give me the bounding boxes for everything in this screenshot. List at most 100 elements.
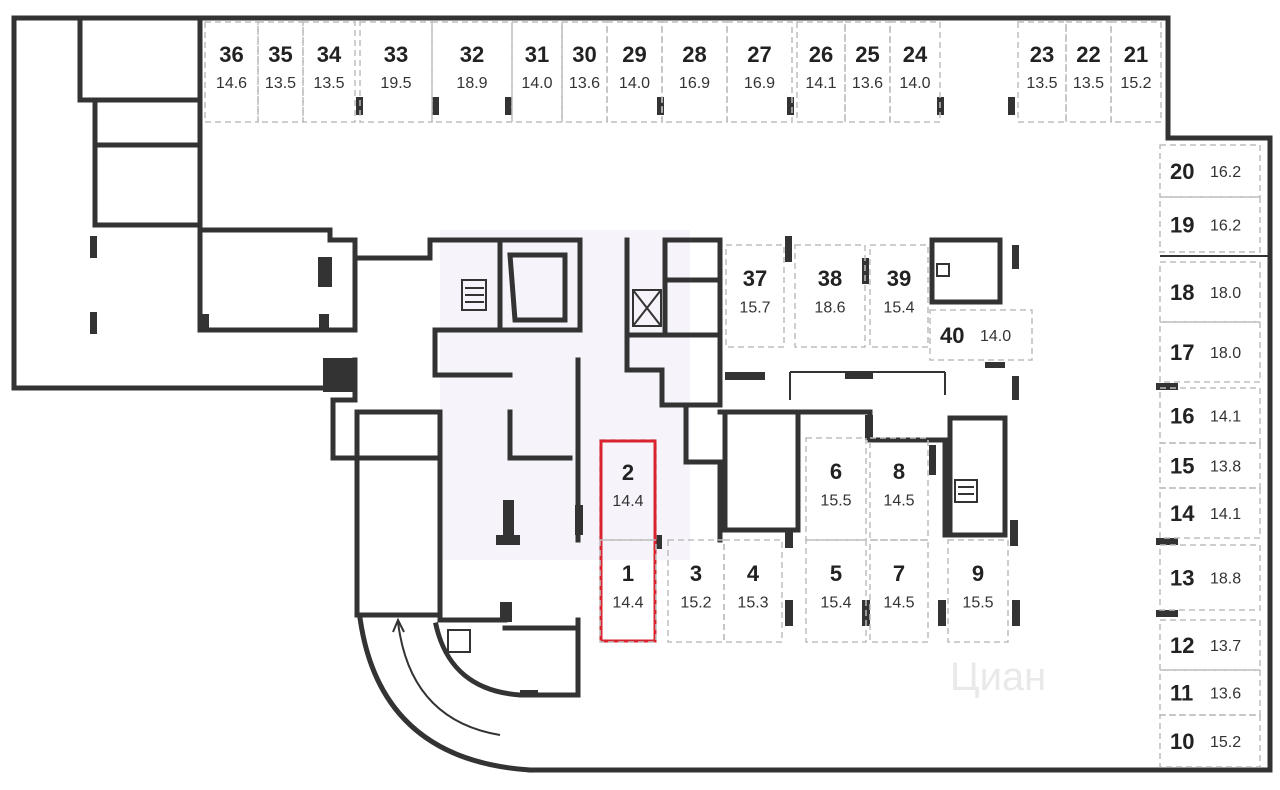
parking-spot-area: 14.1 [805, 75, 836, 92]
parking-spot-area: 13.6 [1210, 686, 1241, 703]
parking-spot-7[interactable]: 714.5 [869, 539, 929, 643]
parking-spot-number: 3 [690, 561, 702, 586]
parking-spot-5[interactable]: 515.4 [805, 539, 867, 643]
parking-spot-33[interactable]: 33 19.5 [359, 21, 433, 123]
parking-spot-20[interactable]: 20 16.2 [1159, 144, 1261, 198]
column [319, 314, 329, 332]
parking-spot-number: 2 [622, 460, 634, 485]
parking-spot-4[interactable]: 415.3 [723, 539, 783, 643]
small-room-walls [929, 237, 1003, 305]
parking-spot-outline [844, 21, 891, 123]
wc-room [447, 629, 471, 653]
parking-spot-outline [869, 244, 929, 348]
elevator-cross [632, 289, 662, 327]
parking-spot-area: 14.4 [612, 594, 643, 611]
column [1010, 520, 1018, 546]
parking-spot-area: 14.5 [883, 492, 914, 509]
parking-spot-area: 15.5 [962, 594, 993, 611]
column [938, 600, 946, 626]
parking-spot-number: 14 [1170, 501, 1195, 526]
parking-spot-number: 37 [743, 266, 767, 291]
parking-spot-area: 15.5 [820, 492, 851, 509]
parking-spot-1[interactable]: 114.4 [599, 539, 657, 643]
parking-spot-number: 20 [1170, 159, 1194, 184]
parking-spot-number: 36 [219, 42, 243, 67]
parking-spot-area: 16.2 [1210, 164, 1241, 181]
parking-spot-number: 26 [809, 42, 833, 67]
parking-spot-area: 14.1 [1210, 409, 1241, 426]
parking-spot-area: 14.1 [1210, 506, 1241, 523]
parking-spot-area: 13.5 [1073, 75, 1104, 92]
parking-spot-6[interactable]: 615.5 [805, 437, 867, 541]
parking-spot-26[interactable]: 26 14.1 [796, 21, 846, 123]
parking-spot-outline [661, 21, 728, 123]
parking-spot-8[interactable]: 814.5 [869, 437, 929, 541]
column [323, 358, 355, 392]
watermark: Циан [950, 655, 1046, 699]
parking-spot-area: 16.2 [1210, 218, 1241, 235]
parking-spot-number: 29 [622, 42, 646, 67]
parking-spot-outline [869, 437, 929, 541]
parking-spot-outline [723, 539, 783, 643]
parking-spot-outline [725, 244, 785, 348]
parking-spot-31[interactable]: 31 14.0 [511, 21, 563, 123]
parking-spot-area: 18.6 [814, 299, 845, 316]
parking-spot-area: 18.9 [456, 75, 487, 92]
parking-spot-area: 15.3 [737, 594, 768, 611]
column [520, 690, 538, 696]
parking-spot-area: 13.7 [1210, 638, 1241, 655]
parking-spot-area: 14.0 [619, 75, 650, 92]
parking-spot-number: 31 [525, 42, 549, 67]
parking-spot-outline [1159, 196, 1261, 253]
parking-spot-area: 14.0 [521, 75, 552, 92]
core-walls [330, 237, 583, 698]
parking-spot-14[interactable]: 14 14.1 [1159, 487, 1261, 539]
elevator-icon [632, 289, 662, 327]
parking-spot-29[interactable]: 29 14.0 [606, 21, 663, 123]
parking-spot-number: 33 [384, 42, 408, 67]
column [657, 97, 664, 115]
right-core-walls [795, 409, 1008, 538]
parking-spot-outline [947, 539, 1009, 643]
parking-spot-37[interactable]: 37 15.7 [725, 244, 785, 348]
ramp-wall-inner [433, 622, 581, 698]
parking-spot-outline [929, 309, 1033, 361]
parking-spot-outline [606, 21, 663, 123]
parking-spot-9[interactable]: 915.5 [947, 539, 1009, 643]
parking-spot-outline [204, 21, 259, 123]
column [655, 535, 662, 549]
parking-spot-outline [889, 21, 941, 123]
parking-spot-3[interactable]: 315.2 [667, 539, 725, 643]
parking-spot-area: 19.5 [380, 75, 411, 92]
parking-spot-outline [1159, 321, 1261, 383]
parking-spot-area: 15.7 [739, 299, 770, 316]
parking-spot-outline [794, 244, 866, 348]
column [575, 505, 583, 535]
parking-spot-number: 28 [682, 42, 706, 67]
stair-icon-right [954, 479, 978, 503]
